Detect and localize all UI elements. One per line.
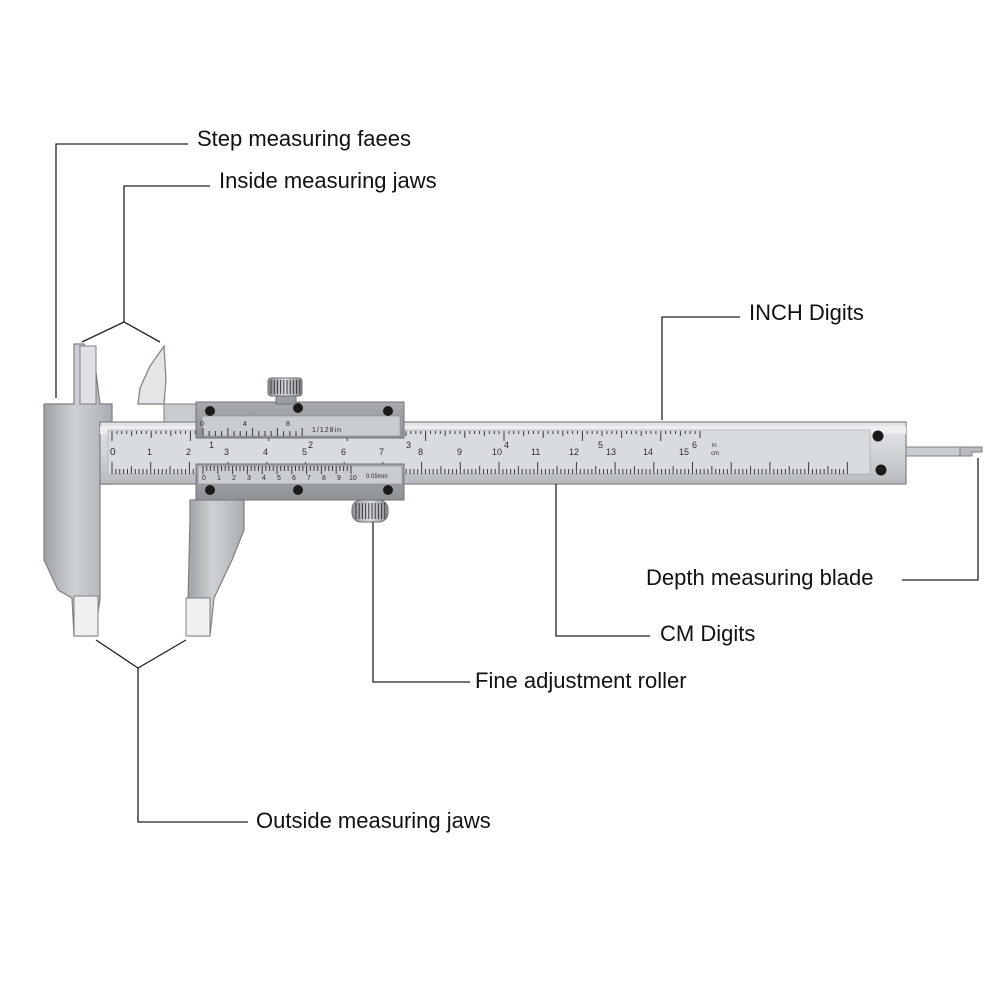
leader-inside-jaws-fork bbox=[81, 321, 161, 343]
label-inside-measuring-jaws: Inside measuring jaws bbox=[219, 168, 437, 193]
cm-scale-numbers: 0 1 2 3 4 5 6 7 8 9 10 11 12 13 14 15 bbox=[110, 447, 689, 458]
upper-vernier-window bbox=[201, 415, 401, 437]
cm-number: 14 bbox=[643, 447, 653, 457]
leader-depth bbox=[902, 458, 979, 581]
slider-screw-top-right bbox=[383, 406, 393, 416]
leader-outside-jaws bbox=[137, 668, 248, 823]
inch-number: 4 bbox=[504, 440, 509, 450]
lower-vernier-numbers: 0 1 2 3 4 5 6 7 8 9 10 bbox=[202, 475, 357, 482]
lower-vernier-number: 7 bbox=[307, 475, 311, 482]
cm-number: 6 bbox=[341, 447, 346, 457]
leader-cm bbox=[555, 484, 650, 637]
lower-vernier-number: 10 bbox=[349, 475, 357, 482]
depth-blade-tip bbox=[959, 446, 983, 457]
cm-number: 9 bbox=[457, 447, 462, 457]
inch-number: 1 bbox=[209, 440, 214, 450]
unit-cm-label: cm bbox=[711, 451, 719, 457]
upper-vernier-number: 0 bbox=[200, 421, 204, 428]
inch-number: 2 bbox=[308, 440, 313, 450]
inch-number: 6 bbox=[692, 440, 697, 450]
lower-vernier-number: 6 bbox=[292, 475, 296, 482]
depth-blade bbox=[905, 446, 967, 457]
lower-vernier-number: 4 bbox=[262, 475, 266, 482]
label-outside-measuring-jaws: Outside measuring jaws bbox=[256, 808, 491, 833]
lower-vernier-number: 2 bbox=[232, 475, 236, 482]
upper-vernier-number: 4 bbox=[243, 421, 247, 428]
label-inch-digits: INCH Digits bbox=[749, 300, 864, 325]
fixed-jaw-tip-lower bbox=[73, 595, 99, 637]
roller-knurl bbox=[355, 503, 386, 519]
inch-number: 5 bbox=[598, 440, 603, 450]
lower-vernier-number: 9 bbox=[337, 475, 341, 482]
cm-number: 2 bbox=[186, 447, 191, 457]
cm-number: 12 bbox=[569, 447, 579, 457]
lower-vernier-number: 0 bbox=[202, 475, 206, 482]
moving-jaw-neck bbox=[163, 403, 197, 423]
upper-vernier-number: 8 bbox=[286, 421, 290, 428]
cm-number: 10 bbox=[492, 447, 502, 457]
label-cm-digits: CM Digits bbox=[660, 621, 756, 646]
fixed-jaw-body bbox=[43, 343, 113, 637]
unit-in-label: in bbox=[712, 443, 717, 449]
lower-vernier-number: 5 bbox=[277, 475, 281, 482]
slider-screw-top-left bbox=[205, 406, 215, 416]
inch-scale-numbers: 1 2 3 4 5 6 bbox=[209, 440, 697, 450]
cm-number: 0 bbox=[110, 447, 116, 458]
slider-screw-bottom-mid bbox=[293, 485, 303, 495]
label-depth-measuring-blade: Depth measuring blade bbox=[646, 565, 874, 590]
cm-number: 4 bbox=[263, 447, 268, 457]
slider-screw-bottom-left bbox=[205, 485, 215, 495]
beam-end-screw-bottom bbox=[875, 464, 887, 476]
lock-screw-knurl bbox=[270, 380, 301, 394]
fine-adjustment-roller bbox=[351, 499, 389, 523]
fixed-jaw-tip-upper bbox=[79, 345, 97, 405]
cm-number: 1 bbox=[147, 447, 152, 457]
lower-vernier-number: 1 bbox=[217, 475, 221, 482]
moving-inside-jaw bbox=[137, 344, 167, 405]
leader-inch bbox=[661, 316, 740, 420]
lower-vernier-number: 3 bbox=[247, 475, 251, 482]
upper-vernier-ticks bbox=[202, 428, 303, 436]
beam-end-screw-top bbox=[872, 430, 884, 442]
cm-number: 11 bbox=[531, 447, 540, 457]
label-step-measuring-faces: Step measuring faees bbox=[197, 126, 412, 151]
lower-vernier-number: 8 bbox=[322, 475, 326, 482]
slider-screw-top-mid bbox=[293, 403, 303, 413]
cm-number: 15 bbox=[679, 447, 689, 457]
moving-jaw-tip-lower bbox=[185, 597, 211, 637]
lower-vernier-ticks bbox=[202, 466, 352, 474]
cm-number: 13 bbox=[606, 447, 616, 457]
lower-vernier-label: 0.05mm bbox=[366, 474, 388, 480]
cm-number: 5 bbox=[302, 447, 307, 457]
inch-number: 3 bbox=[406, 440, 411, 450]
cm-number: 3 bbox=[224, 447, 229, 457]
slider-screw-bottom-right bbox=[383, 485, 393, 495]
cm-number: 7 bbox=[379, 447, 384, 457]
leader-roller bbox=[372, 522, 470, 683]
leader-inside-jaws bbox=[123, 185, 210, 322]
leader-outside-jaws-fork bbox=[95, 639, 187, 669]
label-fine-adjustment-roller: Fine adjustment roller bbox=[475, 668, 687, 693]
cm-number: 8 bbox=[418, 447, 423, 457]
upper-vernier-label: 1/128in bbox=[312, 427, 342, 434]
leader-step bbox=[55, 143, 188, 398]
